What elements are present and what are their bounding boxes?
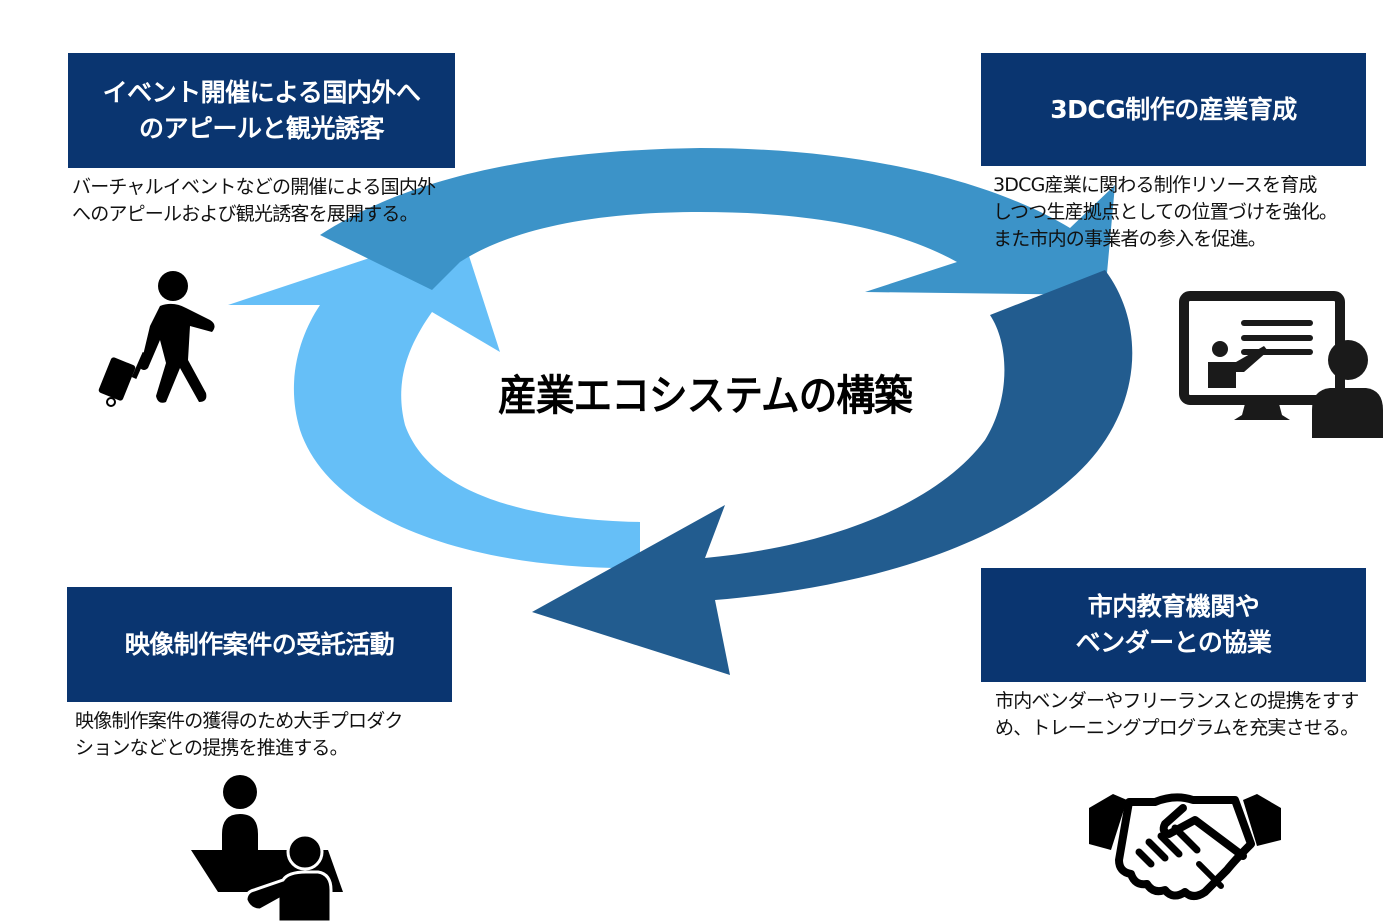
right-bottom-cycle-arrow (532, 270, 1133, 675)
description-line: バーチャルイベントなどの開催による国内外 (72, 176, 436, 198)
top-cycle-arrow (320, 148, 1115, 295)
description-education-vendor-collaboration: 市内ベンダーやフリーランスとの提携をすす め、トレーニングプログラムを充実させる… (995, 688, 1359, 742)
heading-line: 市内教育機関や (1087, 592, 1260, 621)
description-line: しつつ生産拠点としての位置づけを強化。 (993, 201, 1338, 223)
heading-line: 映像制作案件の受託活動 (124, 629, 395, 659)
description-video-production-contracts: 映像制作案件の獲得のため大手プロダク ションなどとの提携を推進する。 (75, 708, 403, 762)
description-event-appeal-tourism: バーチャルイベントなどの開催による国内外 へのアピールおよび観光誘客を展開する。 (72, 174, 436, 228)
description-line: ションなどとの提携を推進する。 (75, 737, 349, 759)
heading-line: イベント開催による国内外へ (102, 77, 421, 107)
reception-desk-consultation-icon (191, 775, 343, 922)
description-line: へのアピールおよび観光誘客を展開する。 (72, 203, 419, 225)
online-training-presentation-icon (1179, 291, 1383, 438)
traveler-with-suitcase-icon (98, 271, 215, 407)
heading-3dcg-industry-development: 3DCG制作の産業育成 (981, 53, 1366, 166)
description-line: また市内の事業者の参入を促進。 (993, 228, 1267, 250)
description-line: め、トレーニングプログラムを充実させる。 (995, 717, 1359, 739)
handshake-icon (1089, 793, 1281, 900)
heading-event-appeal-tourism: イベント開催による国内外へ のアピールと観光誘客 (68, 53, 455, 168)
heading-line: のアピールと観光誘客 (138, 113, 385, 143)
description-3dcg-industry-development: 3DCG産業に関わる制作リソースを育成 しつつ生産拠点としての位置づけを強化。 … (993, 172, 1338, 253)
description-line: 市内ベンダーやフリーランスとの提携をすす (995, 690, 1359, 712)
heading-video-production-contracts: 映像制作案件の受託活動 (67, 587, 452, 702)
heading-education-vendor-collaboration: 市内教育機関や ベンダーとの協業 (981, 568, 1366, 682)
description-line: 3DCG産業に関わる制作リソースを育成 (993, 174, 1317, 196)
description-line: 映像制作案件の獲得のため大手プロダク (75, 710, 403, 732)
center-title: 産業エコシステムの構築 (498, 371, 913, 420)
heading-line: 3DCG制作の産業育成 (1050, 94, 1297, 124)
left-cycle-arrow (228, 228, 640, 569)
heading-line: ベンダーとの協業 (1075, 628, 1272, 657)
